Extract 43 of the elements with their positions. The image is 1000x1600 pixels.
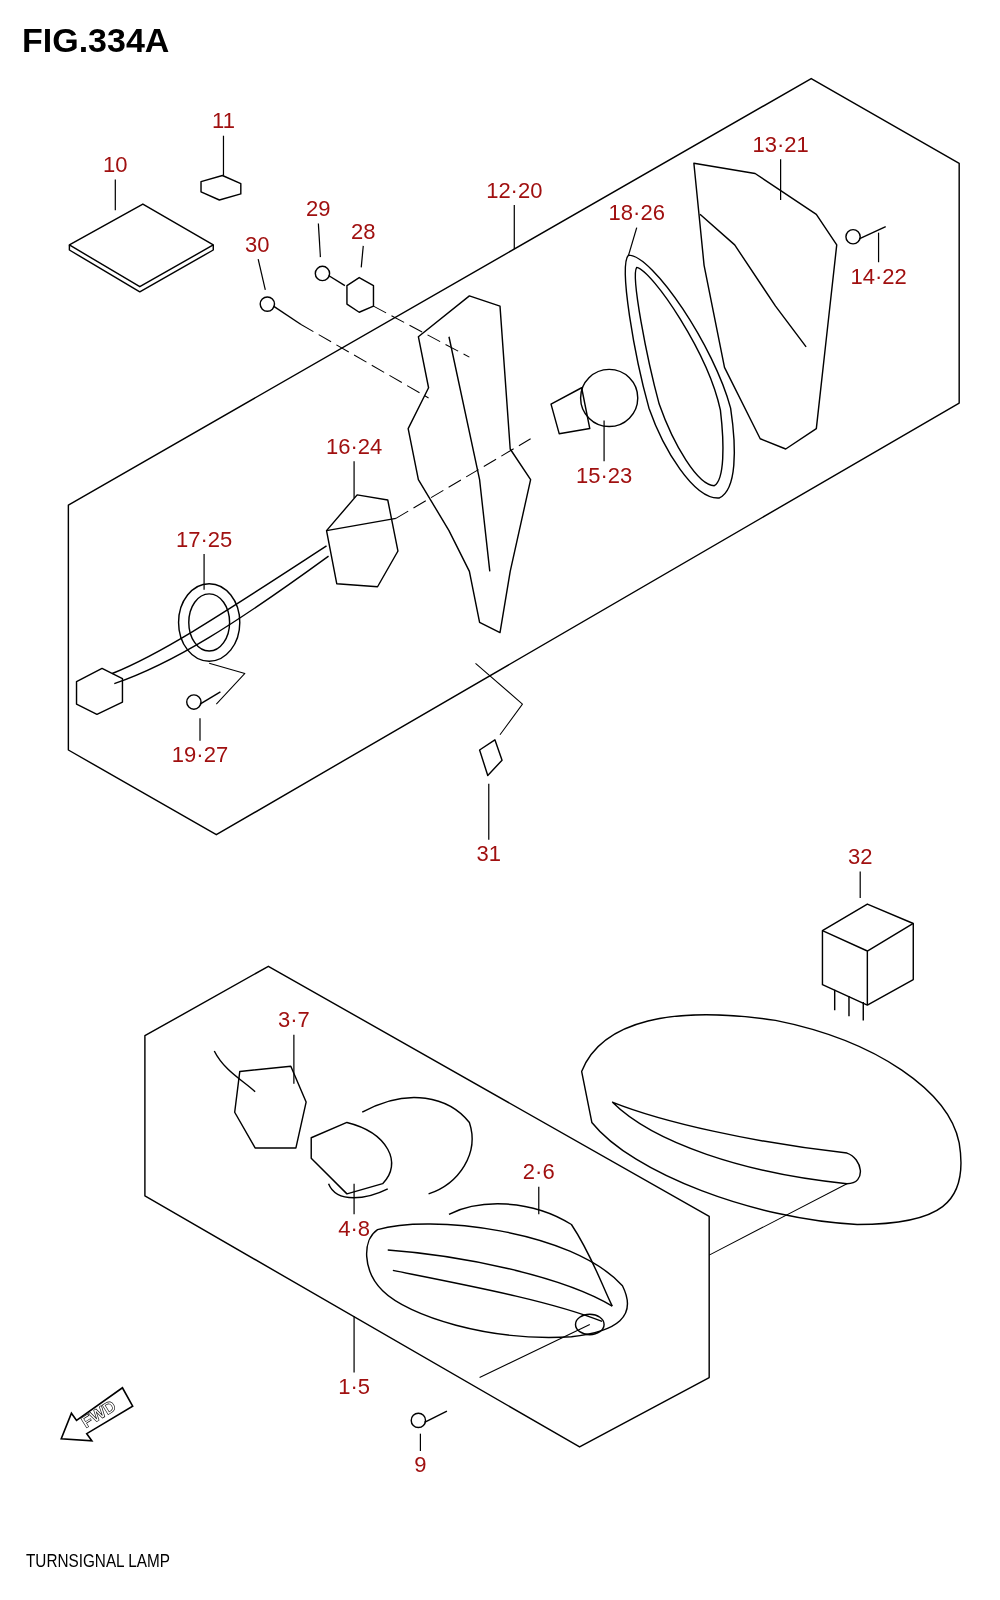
leader-line [203, 553, 205, 591]
callout-number: 9 [412, 1453, 429, 1478]
leader-line [360, 245, 364, 268]
callout-number: 13·21 [750, 132, 811, 157]
callout-number: 4·8 [336, 1216, 372, 1241]
direction-label: FWD [77, 1396, 119, 1432]
leader-line [513, 204, 515, 250]
leader-line [627, 226, 638, 256]
callout-number: 30 [242, 232, 272, 257]
leader-line [603, 419, 605, 462]
callout-number: 2·6 [520, 1160, 557, 1185]
leader-line [293, 1034, 295, 1085]
callout-number: 3·7 [276, 1008, 312, 1033]
leader-line [222, 135, 225, 177]
leader-line [780, 158, 782, 201]
callout-number: 15·23 [573, 463, 635, 488]
leader-line [877, 232, 880, 263]
callout-number: 10 [101, 153, 130, 178]
callout-number: 16·24 [323, 434, 385, 459]
leader-line [488, 783, 490, 841]
leader-line [353, 1315, 355, 1374]
callout-number: 1·5 [336, 1374, 372, 1399]
leader-line [419, 1433, 422, 1452]
leader-line [538, 1186, 540, 1215]
caption: TURNSIGNAL LAMP [26, 1550, 170, 1572]
callout-number: 18·26 [606, 201, 667, 226]
callout-number: 17·25 [173, 527, 235, 552]
callout-number: 29 [304, 197, 333, 222]
leader-line [199, 717, 201, 742]
callout-number: 12·20 [484, 178, 545, 203]
leader-line [353, 460, 355, 499]
leader-line [353, 1183, 355, 1215]
callout-number: 32 [845, 845, 875, 870]
callout-number: 19·27 [169, 743, 231, 768]
callout-number: 11 [210, 109, 237, 134]
leader-line [114, 179, 116, 211]
figure-title: FIG.334A [22, 20, 170, 60]
leader-line [257, 258, 266, 291]
leader-line [317, 222, 322, 258]
callout-number: 14·22 [848, 264, 909, 289]
leader-line [859, 870, 861, 899]
callout-number: 31 [474, 842, 503, 867]
callout-number: 28 [349, 219, 378, 244]
